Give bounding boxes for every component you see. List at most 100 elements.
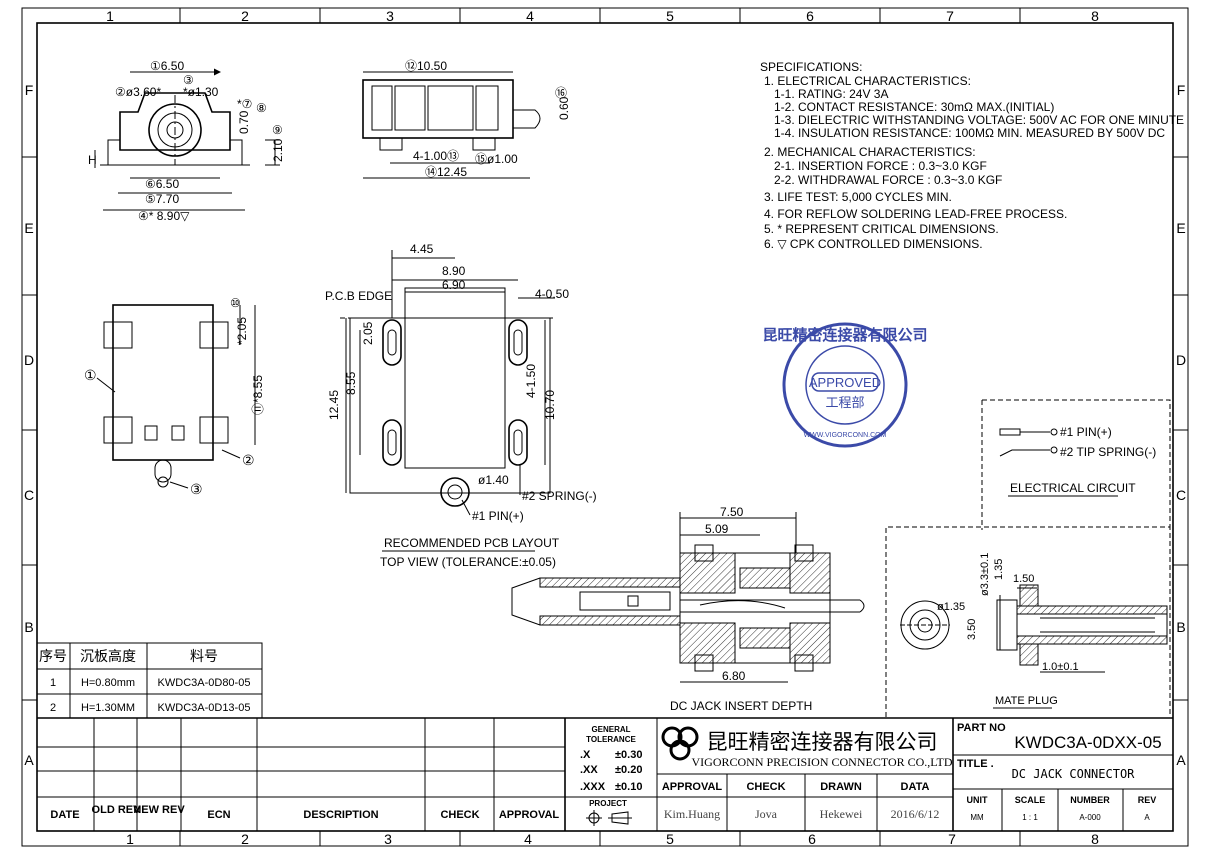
signoff-date: 2016/6/12 xyxy=(891,807,940,821)
row-label-b: B xyxy=(1176,619,1185,635)
col-label-5: 5 xyxy=(666,831,674,847)
spec-line: 2-2. WITHDRAWAL FORCE : 0.3~3.0 KGF xyxy=(774,173,1002,187)
dim-0-60: 0.60 xyxy=(557,96,571,120)
parts-cell: KWDC3A-0D80-05 xyxy=(158,677,251,689)
dim-ø1-40: ø1.40 xyxy=(478,473,509,487)
bottom-view: ⑩ *2.05 ⑪*8.55 ① ② ③ xyxy=(84,296,265,497)
spec-line: 1-2. CONTACT RESISTANCE: 30mΩ MAX.(INITI… xyxy=(774,100,1054,114)
company-name-en: VIGORCONN PRECISION CONNECTOR CO.,LTD xyxy=(691,755,952,769)
number-label: NUMBER xyxy=(1070,795,1110,805)
dim-2-10: 2.10 xyxy=(271,138,285,162)
row-label-f: F xyxy=(25,82,34,98)
dim-1-50: 1.50 xyxy=(1013,573,1034,585)
callout-3: ③ xyxy=(190,481,203,497)
company-block: 昆旺精密连接器有限公司 VIGORCONN PRECISION CONNECTO… xyxy=(657,718,954,831)
row-label-e: E xyxy=(1176,220,1185,236)
dim-8-90: 8.90 xyxy=(442,264,466,278)
parts-header-partno: 料号 xyxy=(190,648,218,664)
rev-header-old-rev: OLD REV xyxy=(92,804,142,816)
signoff-drawn-name: Hekewei xyxy=(820,807,863,821)
col-label-6: 6 xyxy=(808,831,816,847)
stamp-approved: APPROVED xyxy=(809,375,881,390)
callout-16: ⑯ xyxy=(555,86,567,100)
side-view: ⑫10.50 ⑯ 0.60 4-1.00⑬ ⑮ø1.00 ⑭12.45 xyxy=(362,59,571,179)
electrical-circuit: #1 PIN(+) #2 TIP SPRING(-) ELECTRICAL CI… xyxy=(981,399,1171,530)
circuit-pin1: #1 PIN(+) xyxy=(1060,425,1112,439)
signoff-approval-name: Kim.Huang xyxy=(664,807,720,821)
dim-10-70: 10.70 xyxy=(543,390,557,420)
row-labels: F E D C B A F E D C B A xyxy=(24,82,1186,768)
dim-2-05: *2.05 xyxy=(235,317,249,345)
parts-cell: H=1.30MM xyxy=(81,702,135,714)
col-label-4: 4 xyxy=(526,8,534,24)
dim-6-50: ①6.50 xyxy=(150,59,184,73)
stamp-company: 昆旺精密连接器有限公司 xyxy=(762,326,927,344)
dim-1-0: 1.0±0.1 xyxy=(1042,661,1079,673)
mate-plug-view: ø3.3±0.1 1.35 1.50 ø1.35 3.50 1.0±0.1 MA… xyxy=(885,526,1171,717)
dim-7-70: ⑤7.70 xyxy=(145,192,179,206)
col-label-7: 7 xyxy=(946,8,954,24)
dim-8-55: ⑪*8.55 xyxy=(251,375,265,415)
front-view: ①6.50 ②ø3.60* ③ *ø1.30 0.70 *⑦ ⑧ 2.10 ⑨ … xyxy=(88,59,285,223)
dim-6-80: 6.80 xyxy=(722,669,746,683)
spec-line: 2-1. INSERTION FORCE : 0.3~3.0 KGF xyxy=(774,159,987,173)
parts-table: 序号 沉板高度 料号 1 H=0.80mm KWDC3A-0D80-05 2 H… xyxy=(36,642,263,719)
sheet-frame xyxy=(21,7,1189,847)
company-name-cn: 昆旺精密连接器有限公司 xyxy=(707,730,938,754)
company-logo-icon xyxy=(661,726,699,761)
parts-cell: 1 xyxy=(50,677,56,689)
title-label: TITLE . xyxy=(957,758,994,770)
tolerance-title: TOLERANCE xyxy=(586,735,636,744)
parts-header-height: 沉板高度 xyxy=(80,648,136,664)
signoff-header-data: DATA xyxy=(901,781,930,793)
dim-ø1-35: ø1.35 xyxy=(937,601,965,613)
scale-label: SCALE xyxy=(1015,795,1046,805)
col-label-8: 8 xyxy=(1091,8,1099,24)
spec-line: 3. LIFE TEST: 5,000 CYCLES MIN. xyxy=(764,190,952,204)
spec-line: 5. * REPRESENT CRITICAL DIMENSIONS. xyxy=(764,222,999,236)
dim-1-35: 1.35 xyxy=(993,559,1005,580)
signoff-header-approval: APPROVAL xyxy=(662,781,723,793)
dim-5-09: 5.09 xyxy=(705,522,729,536)
scale-value: 1 : 1 xyxy=(1022,813,1038,822)
row-label-d: D xyxy=(24,352,34,368)
tolerance-grade: .XXX xyxy=(580,781,606,793)
insert-depth-title: DC JACK INSERT DEPTH xyxy=(670,699,812,713)
part-no-value: KWDC3A-0DXX-05 xyxy=(1014,733,1161,752)
insert-depth-view: 7.50 5.09 6.80 DC JACK INSERT DEPTH xyxy=(511,505,865,713)
callout-2: ② xyxy=(242,452,255,468)
pin2-label: #2 SPRING(-) xyxy=(522,489,597,503)
row-label-a: A xyxy=(24,752,34,768)
dim-8-55: 8.55 xyxy=(344,371,358,395)
unit-label: UNIT xyxy=(967,795,988,805)
spec-heading: SPECIFICATIONS: xyxy=(760,60,862,74)
dim-7-50: 7.50 xyxy=(720,505,744,519)
pcb-layout-subtitle: TOP VIEW (TOLERANCE:±0.05) xyxy=(380,555,556,569)
col-label-3: 3 xyxy=(384,831,392,847)
signoff-check-name: Jova xyxy=(755,807,778,821)
number-value: A-000 xyxy=(1079,813,1101,822)
spec-line: 4. FOR REFLOW SOLDERING LEAD-FREE PROCES… xyxy=(764,207,1067,221)
stamp-dept: 工程部 xyxy=(825,396,864,411)
part-no-label: PART NO xyxy=(957,722,1006,734)
dim-4-0-50: 4-0.50 xyxy=(535,287,569,301)
col-label-3: 3 xyxy=(386,8,394,24)
rev-header-check: CHECK xyxy=(440,809,479,821)
column-labels-top: 1 2 3 4 5 6 7 8 xyxy=(106,8,1099,24)
signoff-header-drawn: DRAWN xyxy=(820,781,862,793)
marker-7: *⑦ xyxy=(237,97,252,111)
parts-cell: 2 xyxy=(50,702,56,714)
col-label-2: 2 xyxy=(241,831,249,847)
row-label-d: D xyxy=(1176,352,1186,368)
dim-6-90: 6.90 xyxy=(442,278,466,292)
row-label-e: E xyxy=(24,220,33,236)
pcb-edge-label: P.C.B EDGE xyxy=(325,289,392,303)
row-label-f: F xyxy=(1177,82,1186,98)
circuit-title: ELECTRICAL CIRCUIT xyxy=(1010,481,1136,495)
unit-value: MM xyxy=(970,813,984,822)
dim-ø1-00: ⑮ø1.00 xyxy=(475,152,518,166)
spec-line: 1-1. RATING: 24V 3A xyxy=(774,87,889,101)
tolerance-value: ±0.10 xyxy=(615,781,642,793)
row-label-c: C xyxy=(1176,487,1186,503)
pcb-layout: 4.45 8.90 6.90 P.C.B EDGE 4-0.50 2.05 8.… xyxy=(325,242,597,569)
